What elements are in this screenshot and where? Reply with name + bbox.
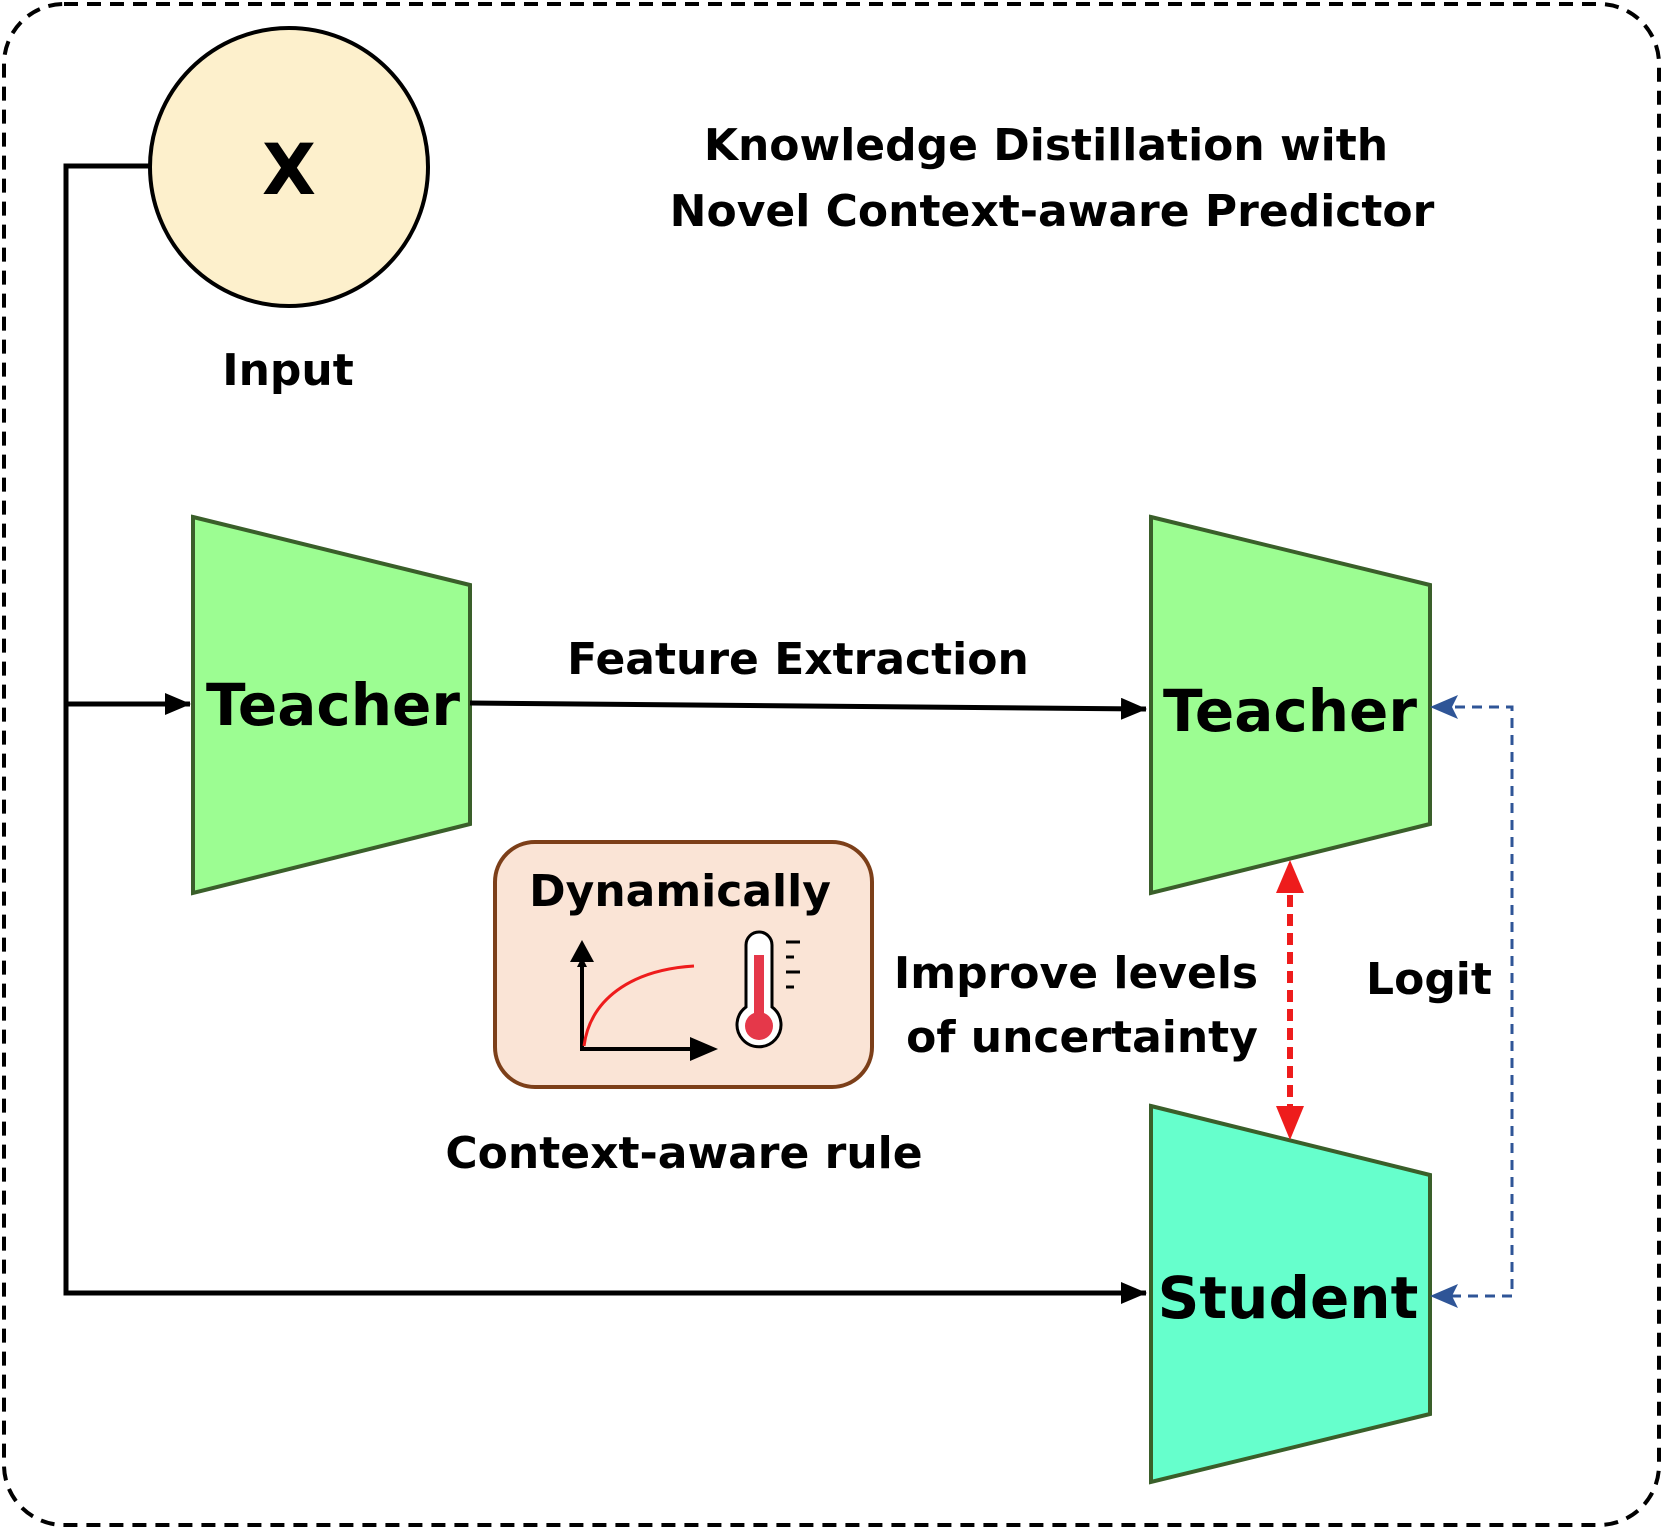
teacher-right-block [1149,514,1432,896]
thermometer-icon [735,930,800,1049]
logit-label: Logit [1366,954,1492,1005]
logit-arrow-head-student [1430,1284,1458,1308]
diagram-title-line2: Novel Context-aware Predictor [670,186,1435,237]
logit-arrow-head-teacher [1430,695,1458,719]
improve-uncertainty-label-line2: of uncertainty [906,1012,1258,1063]
teacher-right-label: Teacher [1163,677,1417,745]
teacher-left-block [191,514,472,896]
logit-connector-line [1434,705,1514,1298]
input-symbol: X [262,129,316,211]
dynamically-label: Dynamically [529,866,831,917]
growth-curve-icon [570,940,718,1061]
uncertainty-arrow-head-top [1276,860,1304,893]
feature-extraction-label: Feature Extraction [567,634,1029,685]
context-aware-rule-label: Context-aware rule [445,1128,922,1179]
teacher-left-label: Teacher [206,671,460,739]
feature-extraction-arrow [469,697,1147,720]
uncertainty-arrow-head-bottom [1276,1106,1304,1140]
student-block [1149,1103,1432,1485]
improve-uncertainty-label-line1: Improve levels [894,948,1258,999]
diagram-title-line1: Knowledge Distillation with [704,120,1388,171]
input-bus-line [63,163,1147,1304]
input-label: Input [222,345,354,396]
student-label: Student [1158,1264,1419,1332]
